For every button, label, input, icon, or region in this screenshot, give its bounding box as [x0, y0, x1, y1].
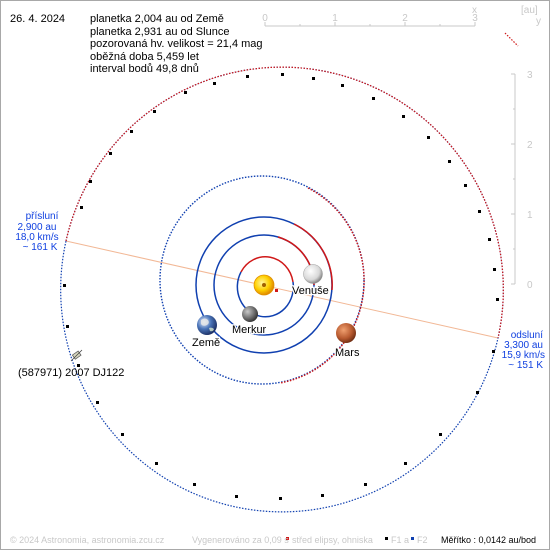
asteroid-orbit — [60, 32, 519, 513]
earth-orbit — [195, 216, 333, 354]
mars-icon — [336, 323, 356, 343]
y-axis-label: y — [536, 16, 541, 27]
footer-generated: Vygenerováno za 0,09 s — [192, 535, 289, 545]
apsis-line — [65, 240, 499, 339]
y-tick-3: 3 — [527, 70, 533, 81]
perihelion-title: přísluní — [26, 211, 59, 222]
legend-f2-marker — [411, 537, 414, 540]
footer-scale: Měřítko : 0,0142 au/bod — [441, 535, 537, 545]
x-tick-0: 0 — [262, 13, 268, 24]
mars-orbit — [159, 175, 365, 385]
perihelion-speed: 18,0 km/s — [15, 232, 58, 243]
footer-legend-center: střed elipsy, ohniska — [292, 535, 373, 545]
x-axis-label: x — [472, 5, 477, 16]
x-axis: 0 1 2 3 x — [262, 5, 478, 27]
venus-label: Venuše — [292, 285, 329, 297]
info-line-period: oběžná doba 5,459 let — [90, 50, 199, 63]
axis-unit-label: [au] — [521, 5, 538, 16]
asteroid-name: (587971) 2007 DJ122 — [18, 367, 124, 379]
info-block: planetka 2,004 au od Země planetka 2,931… — [90, 13, 263, 76]
info-line-earth-distance: planetka 2,004 au od Země — [90, 13, 224, 25]
perihelion-distance: 2,900 au — [18, 222, 57, 233]
info-line-interval: interval bodů 49,8 dnů — [90, 63, 199, 75]
mars-label: Mars — [335, 347, 360, 359]
x-tick-2: 2 — [402, 13, 408, 24]
asteroid-interval-points — [63, 73, 499, 500]
y-tick-2: 2 — [527, 140, 533, 151]
mercury-orbit — [236, 256, 295, 318]
footer-legend-f2: F2 — [417, 535, 428, 545]
x-tick-1: 1 — [332, 13, 338, 24]
sun-icon — [253, 274, 275, 296]
aphelion-distance: 3,300 au — [504, 340, 543, 351]
x-tick-3: 3 — [472, 13, 478, 24]
earth-label: Země — [192, 337, 220, 349]
asteroid-icon — [70, 349, 83, 362]
aphelion-speed: 15,9 km/s — [502, 350, 545, 361]
aphelion-title: odsluní — [511, 330, 543, 341]
y-tick-0: 0 — [527, 280, 533, 291]
earth-icon — [197, 315, 217, 335]
aphelion-temperature: ~ 151 K — [508, 360, 543, 371]
venus-icon — [303, 264, 323, 284]
info-line-sun-distance: planetka 2,931 au od Slunce — [90, 25, 230, 38]
mercury-icon — [242, 306, 258, 322]
legend-f1-marker — [385, 537, 388, 540]
legend-center-marker — [286, 537, 289, 540]
perihelion-temperature: ~ 161 K — [23, 242, 58, 253]
aphelion-label: odsluní 3,300 au 15,9 km/s ~ 151 K — [502, 330, 545, 371]
footer-legend-f1: F1 a — [391, 535, 410, 545]
mercury-label: Merkur — [232, 324, 267, 336]
y-tick-1: 1 — [527, 210, 533, 221]
info-line-magnitude: pozorovaná hv. velikost = 21,4 mag — [90, 38, 263, 50]
perihelion-label: přísluní 2,900 au 18,0 km/s ~ 161 K — [15, 211, 58, 253]
y-axis: 3 2 1 0 [au] y — [511, 5, 541, 291]
date-label: 26. 4. 2024 — [10, 13, 66, 25]
footer-copyright: © 2024 Astronomia, astronomia.zcu.cz — [10, 535, 165, 545]
